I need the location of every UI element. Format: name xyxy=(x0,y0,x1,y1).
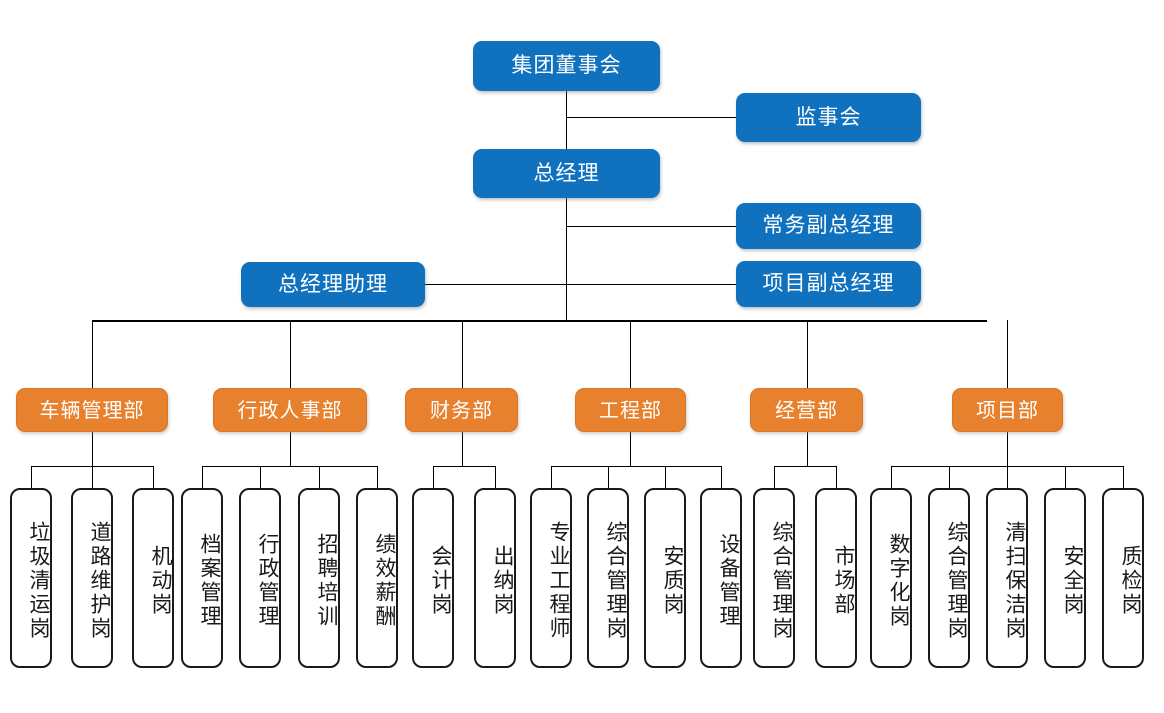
connector-adminhr-leaf-2 xyxy=(260,466,261,488)
connector-board-to-supervisory xyxy=(566,117,736,118)
connector-engineering-leaf-2 xyxy=(608,466,609,488)
node-position-digitalization[interactable]: 数字化岗 xyxy=(870,488,912,668)
node-position-road-maintenance[interactable]: 道路维护岗 xyxy=(71,488,113,668)
connector-engineering-stem xyxy=(630,432,631,466)
node-department-vehicle[interactable]: 车辆管理部 xyxy=(16,388,168,432)
connector-engineering-bus xyxy=(551,466,721,467)
connector-vehicle-leaf-1 xyxy=(31,466,32,488)
node-department-operations[interactable]: 经营部 xyxy=(750,388,863,432)
connector-finance-leaf-2 xyxy=(495,466,496,488)
connector-gm-to-assistant xyxy=(425,284,566,285)
node-position-accounting[interactable]: 会计岗 xyxy=(412,488,454,668)
connector-drop-engineering xyxy=(630,320,631,388)
connector-project-leaf-2 xyxy=(949,466,950,488)
connector-finance-stem xyxy=(462,432,463,466)
connector-adminhr-leaf-4 xyxy=(377,466,378,488)
node-position-market-department[interactable]: 市场部 xyxy=(815,488,857,668)
connector-project-leaf-3 xyxy=(1007,466,1008,488)
node-department-project[interactable]: 项目部 xyxy=(952,388,1063,432)
node-position-engineering-general-management[interactable]: 综合管理岗 xyxy=(587,488,629,668)
connector-project-leaf-4 xyxy=(1065,466,1066,488)
node-general-manager[interactable]: 总经理 xyxy=(473,149,660,198)
node-position-professional-engineer[interactable]: 专业工程师 xyxy=(530,488,572,668)
node-gm-assistant[interactable]: 总经理助理 xyxy=(241,262,425,307)
node-position-equipment-management[interactable]: 设备管理 xyxy=(700,488,742,668)
node-position-project-general-management[interactable]: 综合管理岗 xyxy=(928,488,970,668)
connector-drop-operations xyxy=(807,320,808,388)
connector-adminhr-stem xyxy=(290,432,291,466)
connector-board-to-gm xyxy=(566,90,567,160)
connector-engineering-leaf-1 xyxy=(551,466,552,488)
node-position-quality-inspection[interactable]: 质检岗 xyxy=(1102,488,1144,668)
node-position-cashier[interactable]: 出纳岗 xyxy=(474,488,516,668)
connector-drop-finance xyxy=(462,320,463,388)
node-supervisory-board[interactable]: 监事会 xyxy=(736,93,921,142)
node-position-safety-quality[interactable]: 安质岗 xyxy=(644,488,686,668)
connector-gm-to-exec-deputy xyxy=(566,226,736,227)
node-position-administration-management[interactable]: 行政管理 xyxy=(239,488,281,668)
node-project-deputy-gm[interactable]: 项目副总经理 xyxy=(736,261,921,307)
node-department-admin-hr[interactable]: 行政人事部 xyxy=(213,388,367,432)
node-exec-deputy-gm[interactable]: 常务副总经理 xyxy=(736,203,921,249)
connector-adminhr-leaf-3 xyxy=(319,466,320,488)
connector-vehicle-leaf-3 xyxy=(153,466,154,488)
connector-engineering-leaf-4 xyxy=(721,466,722,488)
node-department-engineering[interactable]: 工程部 xyxy=(575,388,686,432)
node-position-cleaning-sanitation[interactable]: 清扫保洁岗 xyxy=(986,488,1028,668)
connector-drop-admin-hr xyxy=(290,320,291,388)
node-position-garbage-transport[interactable]: 垃圾清运岗 xyxy=(10,488,52,668)
connector-adminhr-bus xyxy=(202,466,377,467)
connector-project-leaf-5 xyxy=(1123,466,1124,488)
node-position-performance-compensation[interactable]: 绩效薪酬 xyxy=(356,488,398,668)
connector-operations-leaf-2 xyxy=(836,466,837,488)
node-position-flexible-duty[interactable]: 机动岗 xyxy=(132,488,174,668)
node-position-archive-management[interactable]: 档案管理 xyxy=(181,488,223,668)
connector-gm-spine xyxy=(566,198,567,320)
connector-department-bus xyxy=(92,320,987,322)
node-department-finance[interactable]: 财务部 xyxy=(405,388,518,432)
connector-vehicle-stem xyxy=(92,432,93,466)
connector-project-leaf-1 xyxy=(891,466,892,488)
connector-operations-stem xyxy=(807,432,808,466)
connector-gm-to-project-deputy xyxy=(566,284,736,285)
connector-finance-bus xyxy=(433,466,495,467)
connector-engineering-leaf-3 xyxy=(665,466,666,488)
connector-operations-bus xyxy=(774,466,836,467)
connector-operations-leaf-1 xyxy=(774,466,775,488)
connector-finance-leaf-1 xyxy=(433,466,434,488)
node-position-operations-general-management[interactable]: 综合管理岗 xyxy=(753,488,795,668)
node-position-recruitment-training[interactable]: 招聘培训 xyxy=(298,488,340,668)
connector-vehicle-leaf-2 xyxy=(92,466,93,488)
node-board[interactable]: 集团董事会 xyxy=(473,41,660,91)
connector-adminhr-leaf-1 xyxy=(202,466,203,488)
connector-drop-project xyxy=(1007,320,1008,388)
connector-drop-vehicle xyxy=(92,320,93,388)
connector-project-stem xyxy=(1007,432,1008,466)
node-position-safety[interactable]: 安全岗 xyxy=(1044,488,1086,668)
